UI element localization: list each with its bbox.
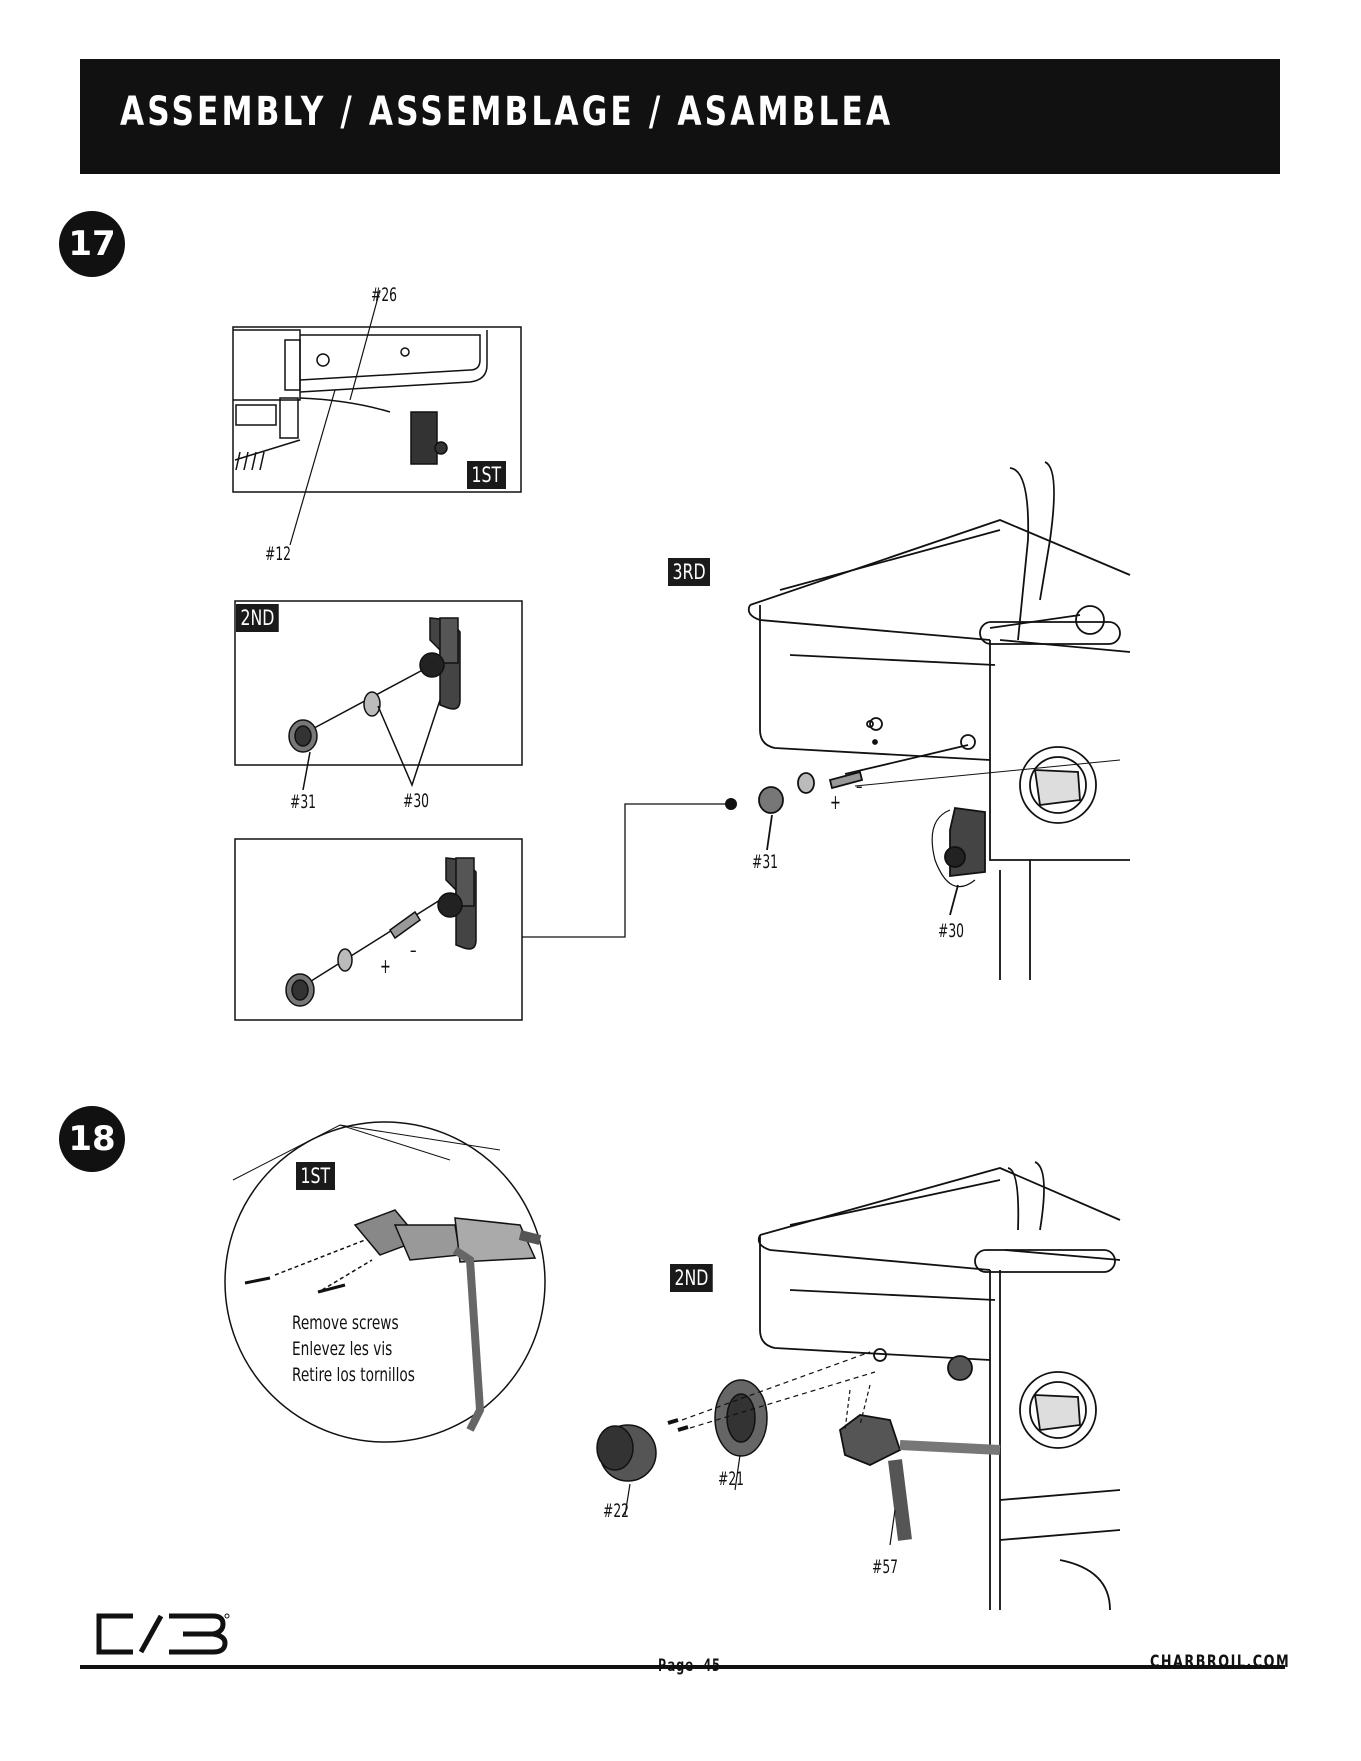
footer-website: CHARBROIL.COM [1150,1652,1290,1672]
part-label-21: #21 [718,1468,744,1490]
step-18-tag-2nd: 2ND [670,1264,713,1292]
step-18-tag-1st: 1ST [296,1162,335,1190]
charbroil-logo [93,1612,233,1656]
part-label-22: #22 [603,1500,629,1522]
note-es: Retire los tornillos [292,1362,415,1388]
grill-valve-install-illustration [759,1162,1120,1610]
page-number: Page 45 [658,1656,721,1676]
note-en: Remove screws [292,1310,415,1336]
part-label-57: #57 [872,1556,898,1578]
remove-screws-note: Remove screws Enlevez les vis Retire los… [292,1310,415,1388]
note-fr: Enlevez les vis [292,1336,415,1362]
